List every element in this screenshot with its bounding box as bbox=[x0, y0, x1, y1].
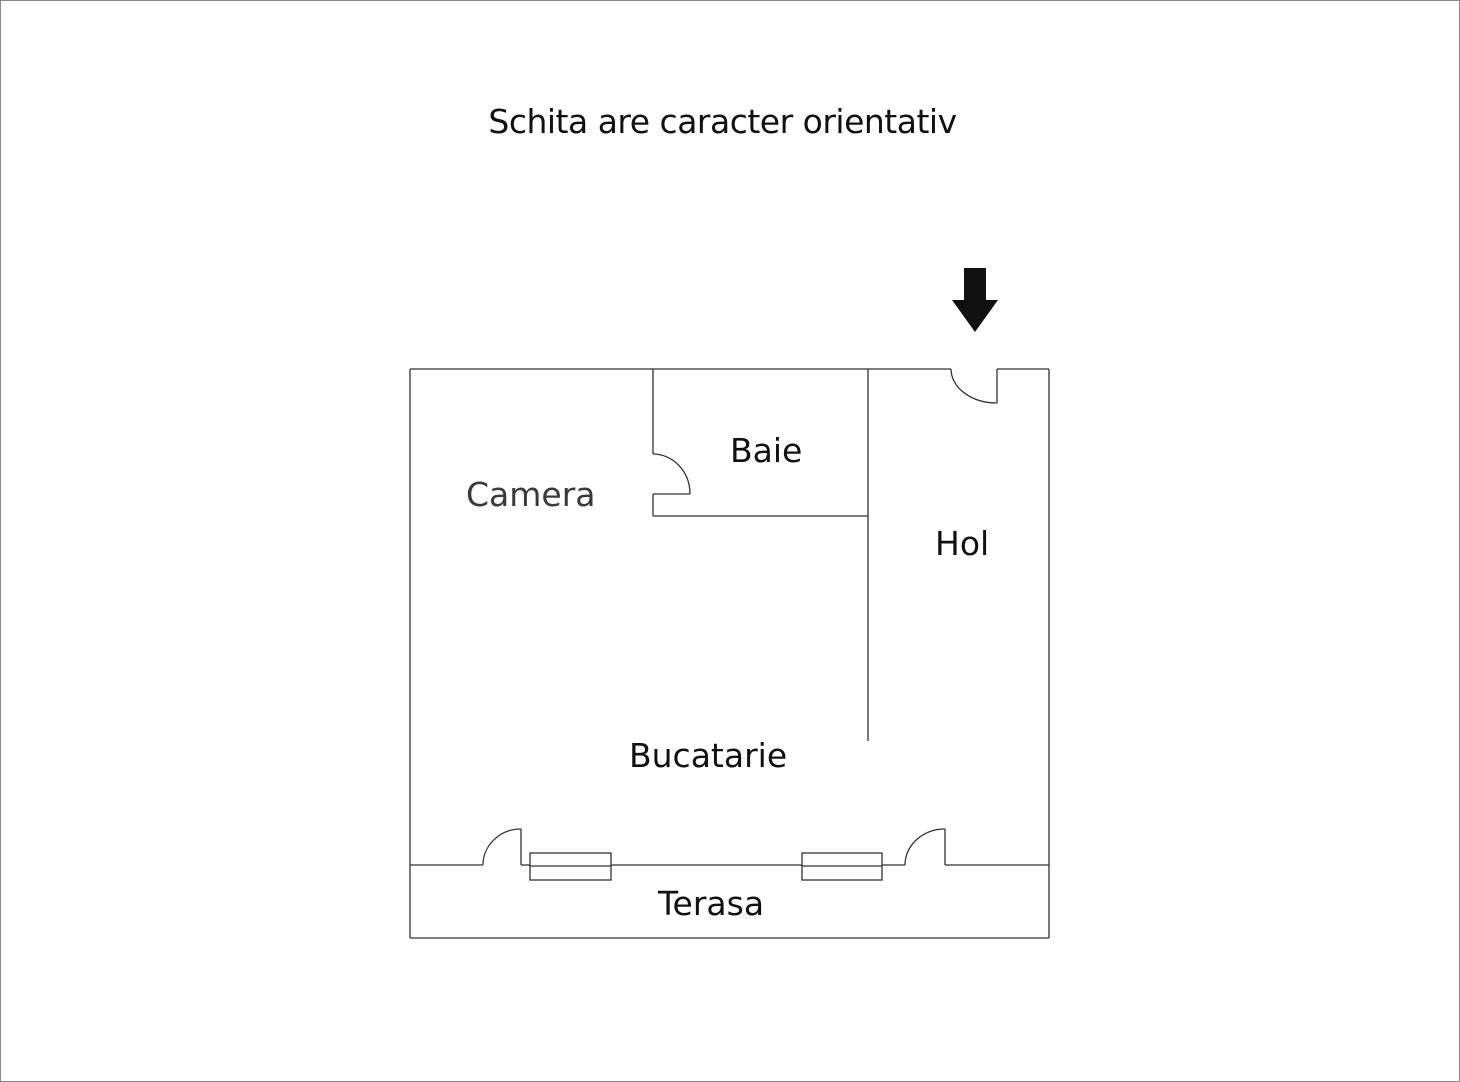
bathroom-door bbox=[652, 453, 691, 495]
terrace-door-left bbox=[482, 828, 522, 866]
terrace-door-right bbox=[904, 828, 946, 866]
room-label-baie: Baie bbox=[730, 431, 802, 470]
interior-walls bbox=[410, 369, 1049, 866]
page-title: Schita are caracter orientativ bbox=[488, 102, 957, 141]
room-label-hol: Hol bbox=[935, 524, 989, 563]
room-label-camera: Camera bbox=[466, 475, 596, 514]
room-label-bucatarie: Bucatarie bbox=[629, 736, 787, 775]
room-label-terasa: Terasa bbox=[657, 884, 764, 923]
entrance-arrow-icon bbox=[952, 268, 998, 332]
entrance-door bbox=[950, 368, 998, 404]
outer-walls bbox=[409, 368, 1050, 939]
